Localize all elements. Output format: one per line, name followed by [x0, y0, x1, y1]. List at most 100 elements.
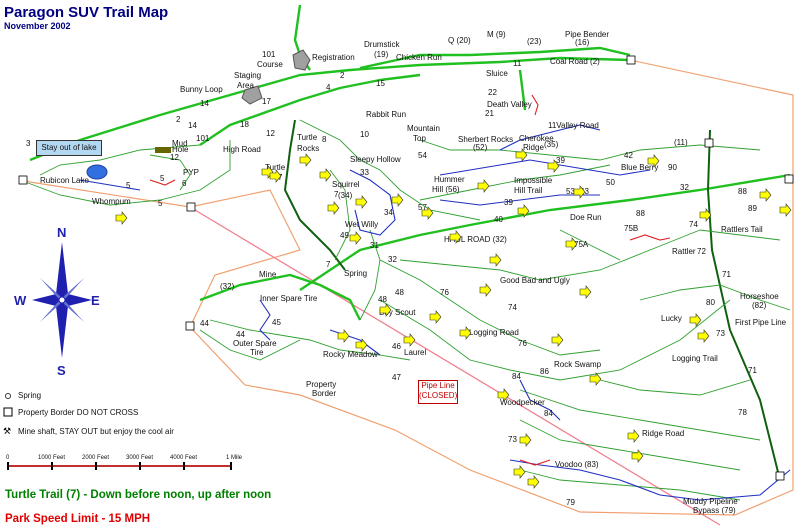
direction-arrow-icon [627, 429, 640, 443]
label-chickenrun: Chicken Run [396, 53, 442, 62]
registration-area [292, 49, 311, 71]
compass-n: N [57, 225, 66, 240]
rubicon-lake [86, 164, 108, 180]
property-border [19, 59, 794, 516]
label-pyp: PYP [183, 168, 199, 177]
label-rabbitrun: Rabbit Run [366, 110, 406, 119]
trail-number: 71 [748, 366, 757, 375]
direction-arrow-icon [689, 313, 702, 327]
label-turtlerocks1: Turtle [297, 133, 318, 142]
label-mud: Mud [172, 139, 188, 148]
label-cherokee1: Cherokee [519, 134, 554, 143]
trail-labels: RegistrationStagingArea101CourseDrumstic… [40, 30, 787, 515]
label-drumstick: Drumstick [364, 40, 401, 49]
label-rattlerstail: Rattlers Tail [721, 225, 763, 234]
trail-number: 40 [494, 215, 503, 224]
trail-number: 31 [370, 241, 379, 250]
scale-tick-3: 3000 Feet [126, 455, 153, 461]
direction-arrow-icon [779, 203, 792, 217]
compass-rose [32, 242, 92, 358]
trail-number: 4 [326, 83, 331, 92]
mud-hole [155, 147, 171, 153]
trail-number: 47 [392, 373, 401, 382]
label-mine: Mine [259, 270, 277, 279]
turtle-trail-note: Turtle Trail (7) - Down before noon, up … [5, 489, 272, 501]
trail-number: 46 [392, 342, 401, 351]
direction-arrow-icon [337, 329, 350, 343]
trail-number: 48 [378, 295, 387, 304]
label-q20: Q (20) [448, 36, 471, 45]
direction-arrow-icon [115, 211, 128, 225]
trail-number: 90 [668, 163, 677, 172]
trail-number: 7 [326, 260, 331, 269]
label-propborder1: Property [306, 380, 336, 389]
trail-number: 39 [504, 198, 513, 207]
label-rattler: Rattler [672, 247, 696, 256]
label-cherokee35: (35) [544, 140, 559, 149]
scale-tick-5: 1 Mile [226, 455, 243, 461]
direction-arrow-icon [479, 283, 492, 297]
direction-arrow-icon [403, 333, 416, 347]
legend-border: Property Border DO NOT CROSS [18, 408, 139, 417]
label-turtlerocks2: Rocks [297, 144, 319, 153]
trail-number: 73 [508, 435, 517, 444]
trail-number: 32 [680, 183, 689, 192]
trail-number: 5 [126, 181, 131, 190]
label-drumstick19: (19) [374, 50, 389, 59]
legend-mine: Mine shaft, STAY OUT but enjoy the cool … [18, 427, 174, 436]
label-sleepyhollow: Sleepy Hollow [350, 155, 401, 164]
direction-arrow-icon [527, 475, 540, 489]
label-ridgeroad: Ridge Road [642, 429, 684, 438]
label-laurel: Laurel [404, 348, 426, 357]
trail-number: 54 [418, 151, 427, 160]
direction-arrow-icon [515, 148, 528, 162]
direction-arrow-icon [517, 204, 530, 218]
staging-area [241, 85, 263, 105]
direction-arrow-icon [319, 168, 332, 182]
trail-number: 22 [488, 88, 497, 97]
trail-number: 75A [574, 240, 589, 249]
trail-number: 79 [566, 498, 575, 507]
trail-number: 76 [440, 288, 449, 297]
direction-arrow-icon [355, 338, 368, 352]
direction-arrow-icon [459, 326, 472, 340]
direction-arrow-icon [551, 333, 564, 347]
blue-trails [79, 124, 791, 501]
direction-arrow-icon [391, 193, 404, 207]
label-impossible1: Impossible [514, 176, 553, 185]
trail-number: 72 [697, 247, 706, 256]
direction-arrow-icon [449, 230, 462, 244]
trail-number: 73 [716, 329, 725, 338]
direction-arrow-icon [513, 465, 526, 479]
trail-number: 14 [200, 99, 209, 108]
label-registration: Registration [312, 53, 355, 62]
border-legend-icon [3, 407, 13, 417]
label-course101a: 101 [262, 50, 276, 59]
label-mountaintop1: Mountain [407, 124, 440, 133]
lake-warning-box: Stay out of lake [36, 140, 102, 156]
label-horseshoe: Horseshoe [740, 292, 779, 301]
trail-number: 57 [418, 203, 427, 212]
dark-trails [283, 119, 781, 481]
label-valleyroad: 11Valley Road [548, 121, 599, 130]
label-hole: Hole [172, 145, 189, 154]
trail-number: 12 [266, 129, 275, 138]
trail-number: 42 [624, 151, 633, 160]
mine-legend-icon: ⚒ [3, 426, 11, 436]
trail-number: 6 [182, 179, 187, 188]
direction-arrow-icon [647, 154, 660, 168]
label-sherbert52: (52) [473, 143, 488, 152]
direction-arrow-icon [631, 449, 644, 463]
trail-number: 84 [512, 372, 521, 381]
label-rockymeadow: Rocky Meadow [323, 350, 378, 359]
border-markers [18, 55, 794, 481]
compass-w: W [14, 293, 27, 308]
map-title: Paragon SUV Trail Map [4, 4, 169, 21]
label-sluice: Sluice [486, 69, 508, 78]
speed-limit-note: Park Speed Limit - 15 MPH [5, 513, 151, 525]
label-woodpecker: Woodpecker [500, 398, 545, 407]
label-boyscout: Boy Scout [379, 308, 416, 317]
label-outerspare1: Outer Spare [233, 339, 277, 348]
